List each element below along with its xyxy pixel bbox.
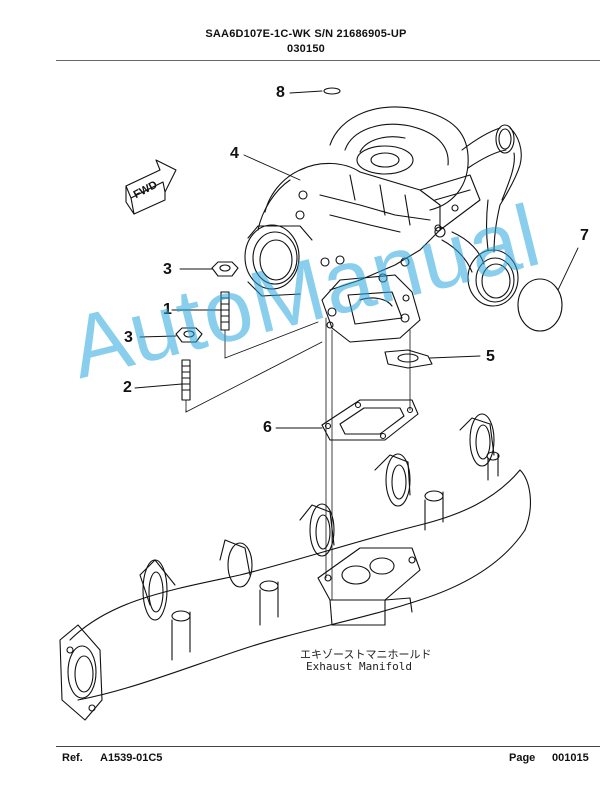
callout-7: 7 bbox=[580, 227, 589, 244]
forward-direction-arrow-icon bbox=[125, 159, 177, 215]
callout-5: 5 bbox=[486, 348, 495, 365]
part-3-nut-upper bbox=[211, 261, 239, 277]
page-value: 001015 bbox=[552, 752, 589, 764]
exploded-view-guide-lines bbox=[185, 317, 411, 601]
footer-divider bbox=[56, 746, 600, 747]
callout-6: 6 bbox=[263, 419, 272, 436]
ref-label: Ref. bbox=[62, 752, 83, 764]
model-serial-title: SAA6D107E-1C-WK S/N 21686905-UP bbox=[205, 28, 407, 40]
callout-4: 4 bbox=[230, 145, 239, 162]
ref-value: A1539-01C5 bbox=[100, 752, 163, 764]
callout-1: 1 bbox=[163, 301, 172, 318]
part-4-turbocharger bbox=[244, 106, 522, 343]
diagram-caption-english: Exhaust Manifold bbox=[306, 660, 412, 673]
part-2-stud bbox=[181, 359, 191, 401]
page-label: Page bbox=[509, 752, 536, 764]
callout-leader-lines bbox=[134, 90, 579, 429]
callout-8: 8 bbox=[276, 84, 285, 101]
diagram-caption-japanese: エキゾーストマニホールド bbox=[300, 648, 432, 661]
part-3-nut-lower bbox=[175, 327, 203, 343]
callout-3-lower: 3 bbox=[124, 329, 133, 346]
exhaust-manifold bbox=[59, 413, 531, 721]
part-6-flange-gasket bbox=[321, 399, 419, 441]
part-8-plug bbox=[323, 87, 341, 95]
callout-2: 2 bbox=[123, 379, 132, 396]
part-7-ring-gasket bbox=[467, 249, 563, 332]
part-1-stud bbox=[220, 291, 230, 331]
callout-3-upper: 3 bbox=[163, 261, 172, 278]
group-code: 030150 bbox=[287, 43, 325, 55]
header-divider bbox=[56, 60, 600, 61]
part-5-gasket bbox=[384, 349, 433, 369]
